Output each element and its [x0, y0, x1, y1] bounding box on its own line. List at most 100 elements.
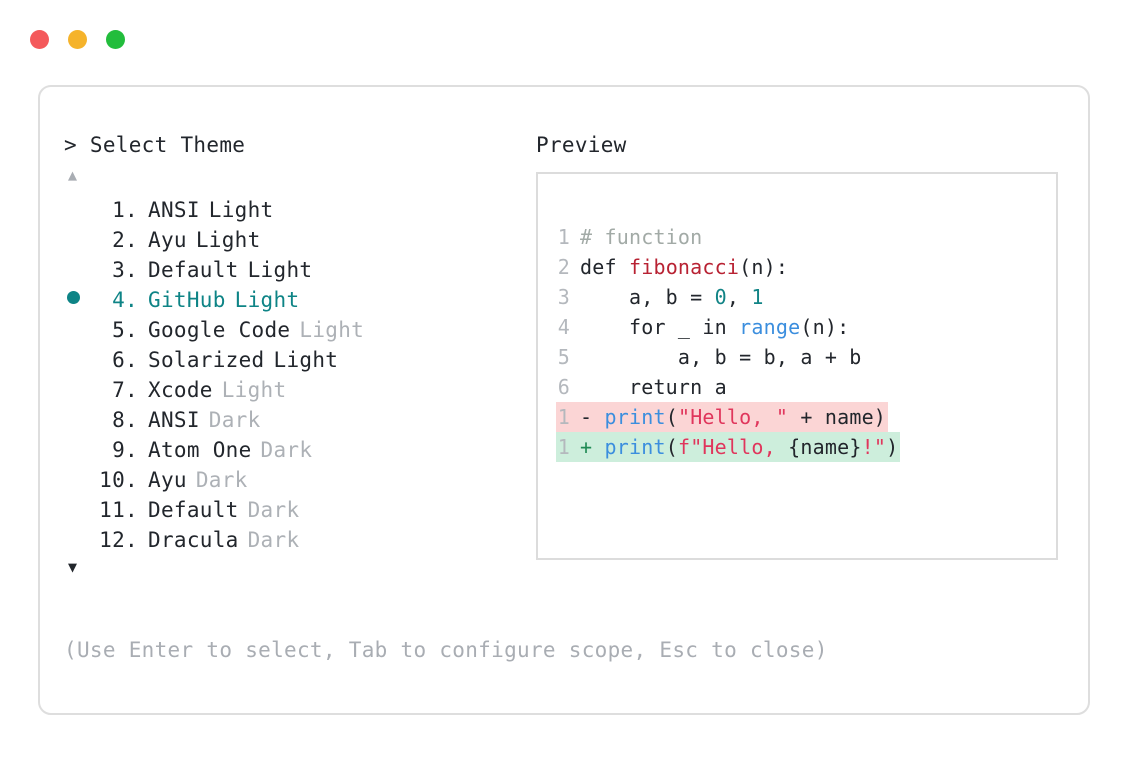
theme-item-variant: Dark	[195, 468, 248, 492]
theme-item-name: Ayu	[148, 228, 187, 252]
code-token: {name}	[788, 435, 862, 459]
theme-list-item[interactable]: 7. Xcode Light	[64, 375, 524, 405]
maximize-button[interactable]	[106, 30, 125, 49]
theme-item-name: ANSI	[148, 408, 200, 432]
code-token: (	[665, 435, 678, 459]
code-token: a, b =	[580, 285, 715, 309]
selection-dot	[67, 291, 80, 304]
code-line: 3 a, b = 0, 1	[556, 282, 900, 312]
theme-item-index: 4.	[99, 288, 138, 312]
line-number: 1	[557, 405, 570, 429]
code-token: range	[739, 315, 801, 339]
minimize-button[interactable]	[68, 30, 87, 49]
theme-item-variant: Light	[195, 228, 261, 252]
theme-list-item[interactable]: 2. Ayu Light	[64, 225, 524, 255]
code-token: (n):	[739, 255, 789, 279]
scroll-down-icon[interactable]: ▼	[68, 558, 78, 576]
line-number: 1	[557, 435, 570, 459]
code-line: 4 for _ in range(n):	[556, 312, 900, 342]
code-token: a, b = b, a + b	[580, 345, 862, 369]
code-token: 1	[751, 285, 764, 309]
line-number: 6	[557, 375, 570, 399]
theme-list-item[interactable]: 10. Ayu Dark	[64, 465, 524, 495]
line-number: 4	[557, 315, 570, 339]
scroll-up-icon[interactable]: ▲	[68, 166, 78, 184]
code-token: )	[886, 435, 899, 459]
diff-sign: +	[580, 435, 605, 459]
code-token: fibonacci	[628, 255, 740, 279]
theme-item-name: Solarized	[148, 348, 265, 372]
code-token: f"Hello,	[677, 435, 789, 459]
theme-item-index: 1.	[99, 198, 138, 222]
code-token: for _ in	[580, 315, 740, 339]
theme-item-name: Google Code	[148, 318, 291, 342]
theme-item-variant: Light	[299, 318, 365, 342]
selected-bullet-icon	[64, 285, 92, 315]
theme-item-name: Xcode	[148, 378, 213, 402]
code-token: ,	[726, 285, 752, 309]
code-token: 0	[714, 285, 727, 309]
code-token: print	[604, 435, 666, 459]
theme-list-item[interactable]: 4. GitHub Light	[64, 285, 524, 315]
theme-item-variant: Dark	[247, 498, 300, 522]
diff-block: 1- print("Hello, " + name)1+ print(f"Hel…	[556, 402, 901, 462]
line-number: 5	[557, 345, 570, 369]
close-button[interactable]	[30, 30, 49, 49]
theme-item-name: Atom One	[148, 438, 252, 462]
keyboard-hint: (Use Enter to select, Tab to configure s…	[64, 638, 828, 662]
theme-item-name: Default	[148, 258, 239, 282]
theme-item-index: 11.	[99, 498, 138, 522]
line-number: 3	[557, 285, 570, 309]
code-token: "Hello, "	[677, 405, 789, 429]
line-number: 2	[557, 255, 570, 279]
theme-item-index: 7.	[99, 378, 138, 402]
code-token: (	[665, 405, 678, 429]
code-token: # function	[580, 225, 703, 249]
page-title: > Select Theme	[64, 133, 246, 157]
theme-item-index: 5.	[99, 318, 138, 342]
theme-item-name: ANSI	[148, 198, 200, 222]
theme-item-variant: Light	[247, 258, 313, 282]
theme-list-item[interactable]: 1. ANSI Light	[64, 195, 524, 225]
diff-line-row: 1 + print(f"Hello, {name}!")	[556, 432, 901, 462]
theme-item-index: 8.	[99, 408, 138, 432]
code-token: def	[580, 255, 629, 279]
preview-title: Preview	[536, 133, 627, 157]
theme-item-variant: Light	[208, 198, 274, 222]
theme-item-index: 10.	[99, 468, 138, 492]
theme-list-item[interactable]: 8. ANSI Dark	[64, 405, 524, 435]
code-line: 6 return a	[556, 372, 900, 402]
theme-item-variant: Light	[273, 348, 339, 372]
theme-item-index: 6.	[99, 348, 138, 372]
theme-item-index: 9.	[99, 438, 138, 462]
code-token: (n):	[800, 315, 850, 339]
theme-item-name: GitHub	[148, 288, 226, 312]
code-line: 5 a, b = b, a + b	[556, 342, 900, 372]
theme-item-variant: Light	[221, 378, 287, 402]
line-number: 1	[557, 225, 570, 249]
theme-item-variant: Light	[234, 288, 300, 312]
code-token: print	[604, 405, 666, 429]
code-token: !"	[861, 435, 887, 459]
theme-item-index: 12.	[99, 528, 138, 552]
window-traffic-lights	[30, 30, 125, 49]
theme-list-item[interactable]: 5. Google Code Light	[64, 315, 524, 345]
diff-line-row: 1- print("Hello, " + name)	[556, 402, 900, 432]
code-line: 2 def fibonacci(n):	[556, 252, 900, 282]
code-token: + name)	[788, 405, 887, 429]
diff-sign: -	[580, 405, 605, 429]
theme-item-variant: Dark	[208, 408, 261, 432]
theme-list-item[interactable]: 6. Solarized Light	[64, 345, 524, 375]
theme-item-name: Ayu	[148, 468, 187, 492]
theme-item-name: Dracula	[148, 528, 239, 552]
theme-item-index: 2.	[99, 228, 138, 252]
